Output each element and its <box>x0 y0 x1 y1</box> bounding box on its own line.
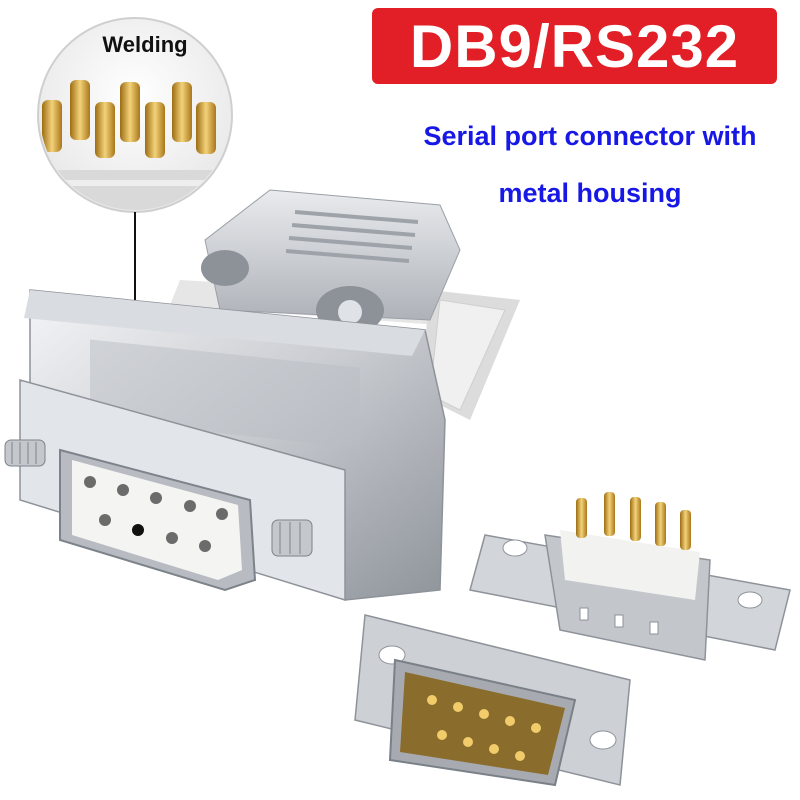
screw-head <box>338 300 362 324</box>
subtitle-line-2: metal housing <box>498 178 682 208</box>
hood-grip-ridges <box>285 210 419 263</box>
metal-hood <box>19 189 461 602</box>
title-badge: DB9/RS232 <box>372 8 777 84</box>
male-pins <box>427 695 541 761</box>
subtitle-line-1: Serial port connector with <box>423 121 757 151</box>
socket-holes <box>84 476 228 552</box>
db9-male-connector-front <box>354 614 631 787</box>
db9-male-connector-rear <box>469 492 791 661</box>
welding-label: Welding <box>102 32 188 57</box>
db9-female-port <box>59 448 257 592</box>
jack-screws <box>4 439 313 557</box>
rear-solder-pins <box>576 492 691 550</box>
solder-cup-pins <box>42 80 216 158</box>
